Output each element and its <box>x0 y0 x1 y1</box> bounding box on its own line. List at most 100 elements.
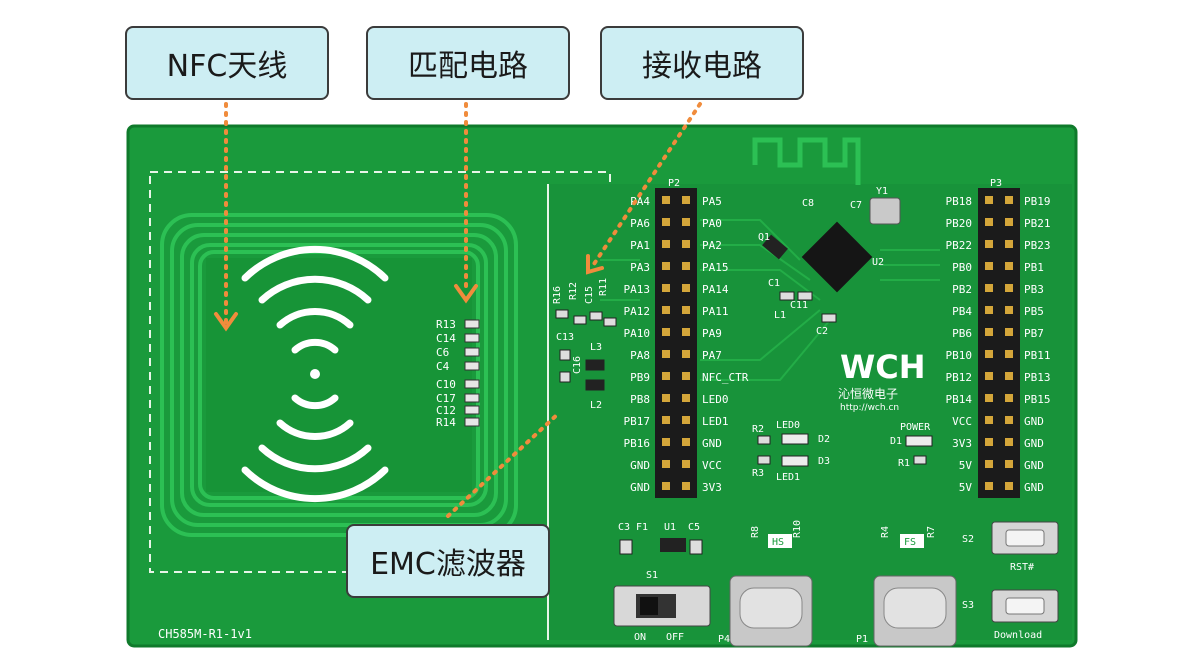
callout-matching-circuit-text: 匹配电路 <box>408 49 528 84</box>
wch-logo: WCH 沁恒微电子 http://wch.cn <box>838 348 926 413</box>
pin-label-right_header_left_labels: 5V <box>959 481 973 494</box>
label-r13: R13 <box>436 318 456 331</box>
label-s3: S3 <box>962 600 974 611</box>
label-off: OFF <box>666 632 684 643</box>
pin-label-right_header_left_labels: 5V <box>959 459 973 472</box>
svg-text:WCH: WCH <box>840 348 926 386</box>
pin-label-left_header_labels: PA13 <box>624 283 651 296</box>
pin-label-right_header_left_labels: VCC <box>952 415 972 428</box>
pin-label-mid_header_labels: GND <box>702 437 722 450</box>
label-on: ON <box>634 632 646 643</box>
reset-button[interactable] <box>991 521 1059 555</box>
label-c12: C12 <box>436 404 456 417</box>
nfc-symbol-icon <box>241 245 389 503</box>
mcu-chip-u2: U2 <box>801 221 884 293</box>
power-led <box>905 435 933 447</box>
pin-label-right_header_right_labels: PB3 <box>1024 283 1044 296</box>
pin-label-mid_header_labels: VCC <box>702 459 722 472</box>
ble-antenna-trace <box>752 137 861 185</box>
pin-label-mid_header_labels: PA5 <box>702 195 722 208</box>
label-c3: C3 <box>618 522 630 533</box>
download-button[interactable] <box>991 589 1059 623</box>
label-c2: C2 <box>816 326 828 337</box>
pin-label-mid_header_labels: PA15 <box>702 261 729 274</box>
pin-label-mid_header_labels: PA14 <box>702 283 729 296</box>
label-rst: RST# <box>1010 562 1034 573</box>
label-c10: C10 <box>436 378 456 391</box>
label-l2: L2 <box>590 400 602 411</box>
label-hs: HS <box>772 537 784 548</box>
label-r8: R8 <box>750 526 761 538</box>
pin-label-left_header_labels: PA12 <box>624 305 651 318</box>
pin-label-right_header_right_labels: PB23 <box>1024 239 1051 252</box>
pin-label-left_header_labels: PA1 <box>630 239 650 252</box>
label-r3: R3 <box>752 468 764 479</box>
arrowheads <box>214 254 604 332</box>
pin-label-right_header_left_labels: PB10 <box>946 349 973 362</box>
label-d2: D2 <box>818 434 830 445</box>
label-q1: Q1 <box>758 232 770 243</box>
pin-label-right_header_left_labels: PB6 <box>952 327 972 340</box>
label-l1: L1 <box>774 310 786 321</box>
pin-label-mid_header_labels: PA11 <box>702 305 729 318</box>
pin-label-right_header_right_labels: PB13 <box>1024 371 1051 384</box>
pin-label-mid_header_labels: LED1 <box>702 415 729 428</box>
callout-emc-filter-text: EMC滤波器 <box>370 547 526 582</box>
label-c6: C6 <box>436 346 449 359</box>
pin-label-right_header_right_labels: PB15 <box>1024 393 1051 406</box>
label-r12: R12 <box>568 282 579 300</box>
board-name: CH585M-R1-1v1 <box>158 627 252 641</box>
pin-label-right_header_right_labels: GND <box>1024 481 1044 494</box>
label-c5: C5 <box>688 522 700 533</box>
label-p2: P2 <box>668 178 680 189</box>
svg-text:沁恒微电子: 沁恒微电子 <box>838 387 898 401</box>
pin-label-right_header_right_labels: PB19 <box>1024 195 1051 208</box>
label-r1: R1 <box>898 458 910 469</box>
label-c15: C15 <box>584 286 595 304</box>
label-r11: R11 <box>598 278 609 296</box>
label-c13: C13 <box>556 332 574 343</box>
label-r2: R2 <box>752 424 764 435</box>
label-led1: LED1 <box>776 472 800 483</box>
led1 <box>781 455 809 467</box>
label-p3: P3 <box>990 178 1002 189</box>
label-s1: S1 <box>646 570 658 581</box>
pin-label-right_header_left_labels: 3V3 <box>952 437 972 450</box>
pin-label-right_header_left_labels: PB20 <box>946 217 973 230</box>
pin-label-mid_header_labels: 3V3 <box>702 481 722 494</box>
pin-label-left_header_labels: PB16 <box>624 437 651 450</box>
pin-label-mid_header_labels: PA0 <box>702 217 722 230</box>
label-c16: C16 <box>572 356 583 374</box>
label-r4: R4 <box>880 526 891 538</box>
pin-label-right_header_right_labels: PB5 <box>1024 305 1044 318</box>
power-slide-switch[interactable] <box>613 585 711 627</box>
callout-nfc-antenna: NFC天线 <box>125 26 329 100</box>
usb-c-port-fs[interactable] <box>873 575 957 647</box>
label-d3: D3 <box>818 456 830 467</box>
label-r10: R10 <box>792 520 803 538</box>
pin-label-right_header_right_labels: PB21 <box>1024 217 1051 230</box>
pin-label-right_header_left_labels: PB14 <box>946 393 973 406</box>
callout-arrows <box>224 102 702 518</box>
pin-label-left_header_labels: PB9 <box>630 371 650 384</box>
label-r7: R7 <box>926 526 937 538</box>
svg-text:U2: U2 <box>872 257 884 268</box>
pin-label-left_header_labels: PB8 <box>630 393 650 406</box>
label-c4: C4 <box>436 360 450 373</box>
transistor-q1 <box>762 234 788 260</box>
pin-label-right_header_left_labels: PB18 <box>946 195 973 208</box>
svg-text:http://wch.cn: http://wch.cn <box>840 403 899 413</box>
label-led0: LED0 <box>776 420 800 431</box>
label-c7: C7 <box>850 200 862 211</box>
pin-label-right_header_right_labels: GND <box>1024 459 1044 472</box>
label-c14: C14 <box>436 332 456 345</box>
callout-receive-circuit: 接收电路 <box>600 26 804 100</box>
usb-c-port-hs[interactable] <box>729 575 813 647</box>
label-c17: C17 <box>436 392 456 405</box>
label-r16: R16 <box>552 286 563 304</box>
pin-header-left <box>655 188 697 498</box>
pin-label-right_header_left_labels: PB2 <box>952 283 972 296</box>
pin-header-right <box>978 188 1020 498</box>
label-download: Download <box>994 630 1042 641</box>
pin-label-right_header_right_labels: GND <box>1024 415 1044 428</box>
